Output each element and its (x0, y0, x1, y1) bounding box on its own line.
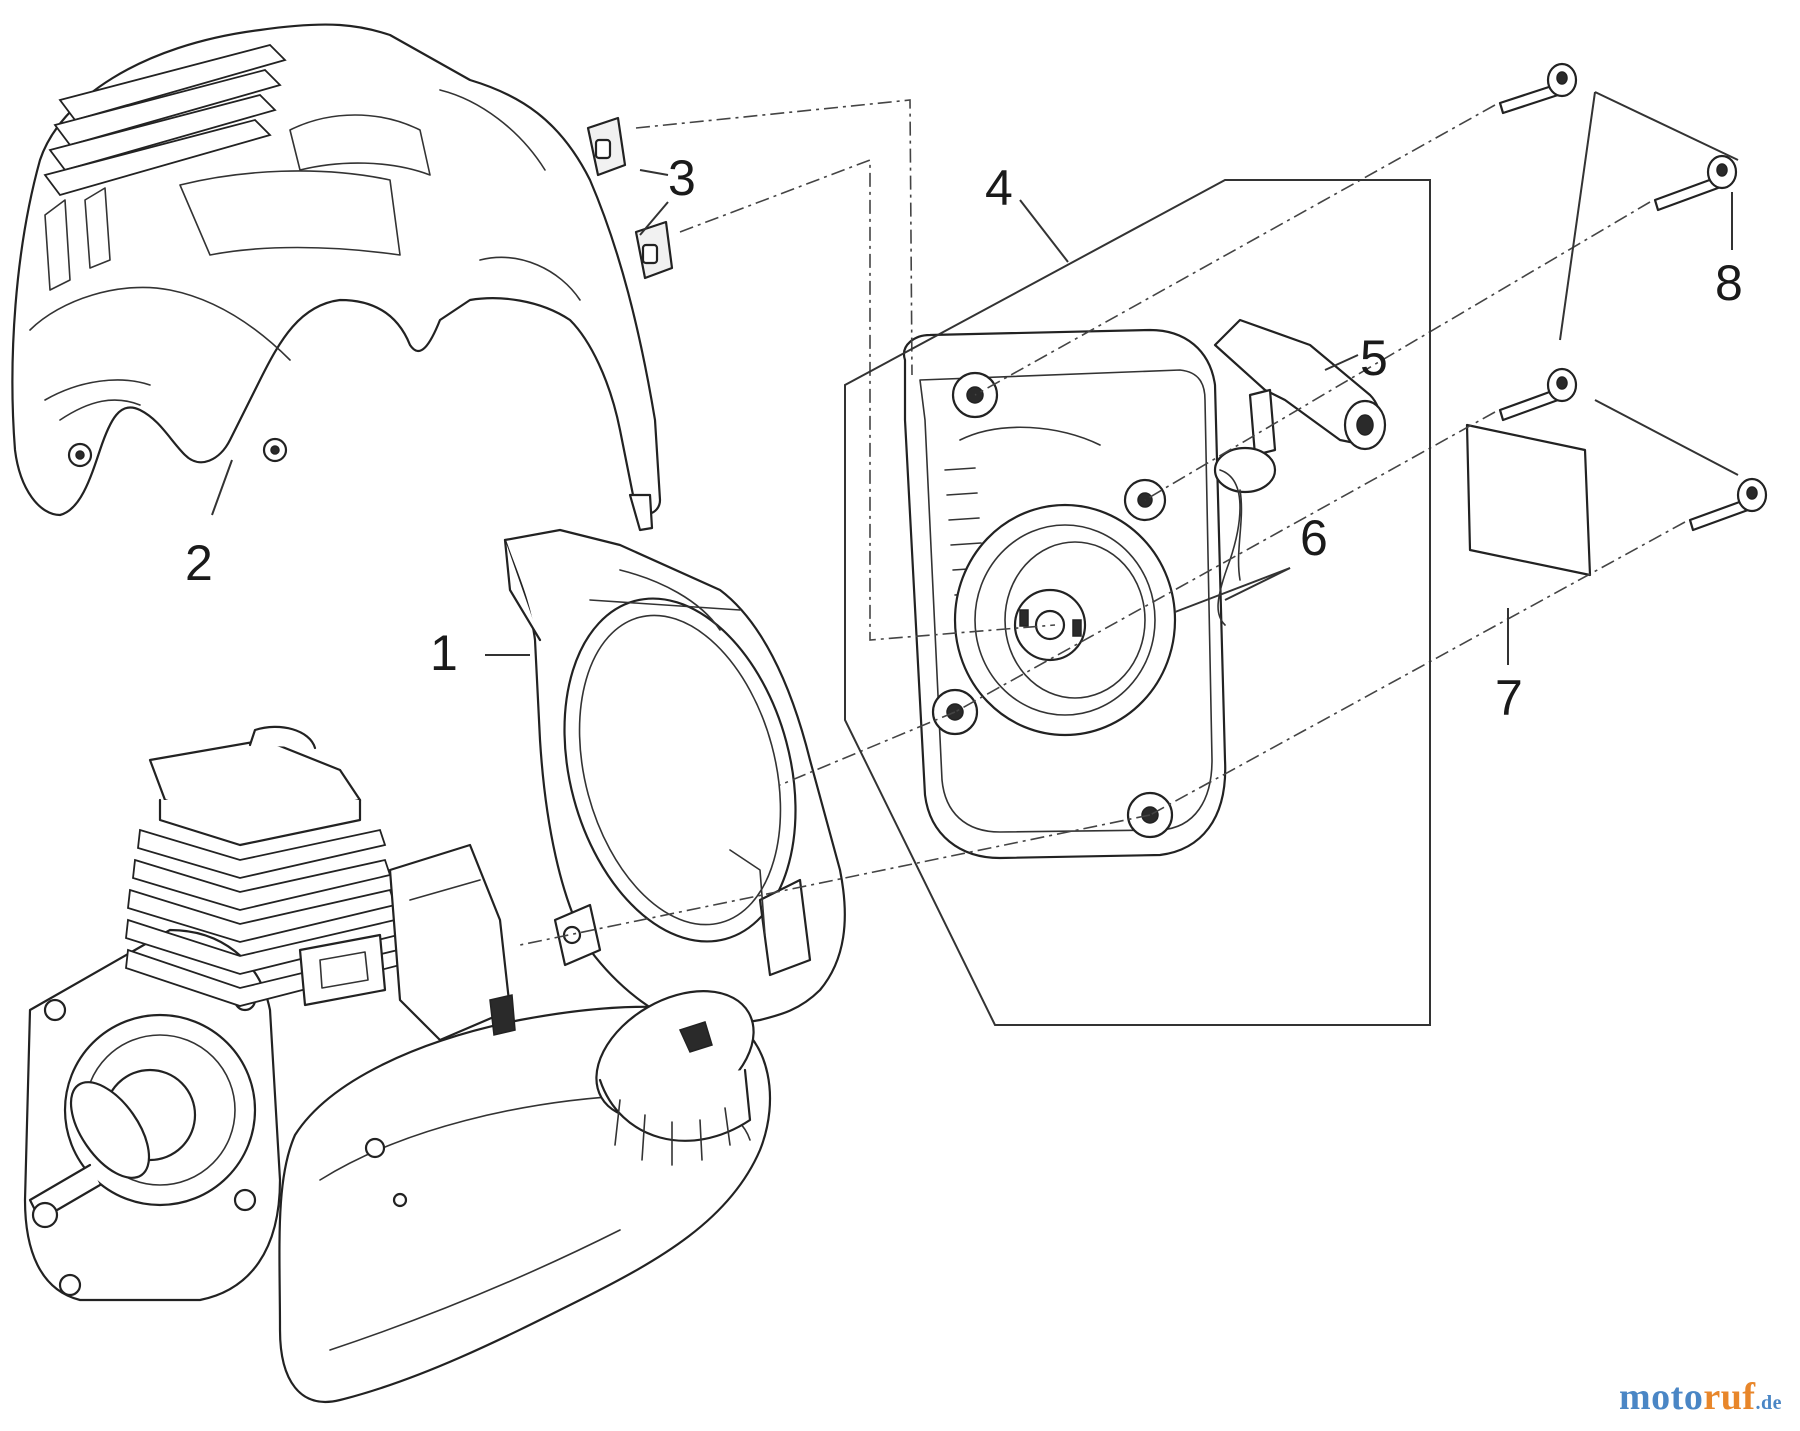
callout-8: 8 (1715, 255, 1743, 311)
clip-nut-upper (586, 116, 627, 177)
callout-6: 6 (1300, 510, 1328, 566)
callout-2: 2 (185, 535, 213, 591)
clip-nut-lower (634, 220, 674, 280)
watermark-logo: motoruf.de (1619, 1375, 1782, 1419)
callout-4-bracket (844, 179, 1431, 1026)
callout-1: 1 (430, 625, 458, 681)
screw-top-right (1653, 154, 1738, 212)
screw-top-left (1498, 62, 1578, 115)
label-plate-part (1465, 423, 1592, 577)
assembly-dash-lines (519, 99, 1686, 946)
callout-7: 7 (1495, 670, 1523, 726)
watermark-part-moto: moto (1619, 1376, 1704, 1418)
watermark-part-de: .de (1755, 1392, 1782, 1414)
engine-block (23, 725, 772, 1403)
watermark-part-ruf: ruf (1703, 1376, 1756, 1418)
fan-housing-part (503, 528, 846, 1032)
callout-4: 4 (985, 160, 1013, 216)
callout-3-upper: 3 (668, 150, 696, 206)
callout-5: 5 (1360, 330, 1388, 386)
engine-cover-part (11, 23, 662, 532)
leader-lines (211, 91, 1739, 665)
starter-handle-part (1213, 318, 1387, 581)
starter-housing-part (902, 328, 1227, 860)
screw-bottom-left (1498, 367, 1578, 422)
screw-bottom-right (1688, 477, 1768, 532)
